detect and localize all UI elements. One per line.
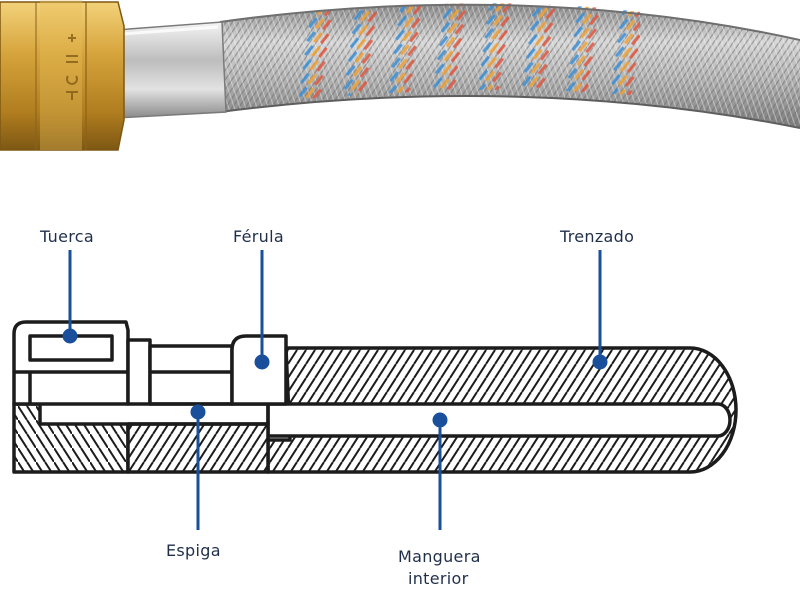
- callout-dot-tuerca: [62, 328, 78, 344]
- label-trenzado: Trenzado: [559, 227, 634, 246]
- callout-dot-espiga: [190, 404, 206, 420]
- label-tuerca: Tuerca: [39, 227, 94, 246]
- cross-section-diagram: [12, 320, 738, 474]
- label-espiga: Espiga: [166, 541, 221, 560]
- ferrule-photo: [115, 21, 227, 119]
- nut-emboss-marks: [66, 34, 78, 100]
- callout-dot-manguera: [432, 412, 448, 428]
- label-manguera-line2: interior: [408, 569, 469, 588]
- brass-nut-photo: [0, 1, 125, 151]
- callout-dot-trenzado: [592, 354, 608, 370]
- label-ferula: Férula: [233, 227, 284, 246]
- spigot-section: [148, 344, 234, 406]
- label-manguera-line1: Manguera: [398, 547, 481, 566]
- callouts: [62, 250, 608, 530]
- inner-hose-section: [266, 402, 732, 438]
- nut-thread-section: [12, 402, 130, 474]
- ferrule-section: [230, 334, 288, 406]
- callout-dot-ferula: [254, 354, 270, 370]
- hose-photo: [0, 0, 800, 151]
- nut-shoulder: [126, 338, 152, 406]
